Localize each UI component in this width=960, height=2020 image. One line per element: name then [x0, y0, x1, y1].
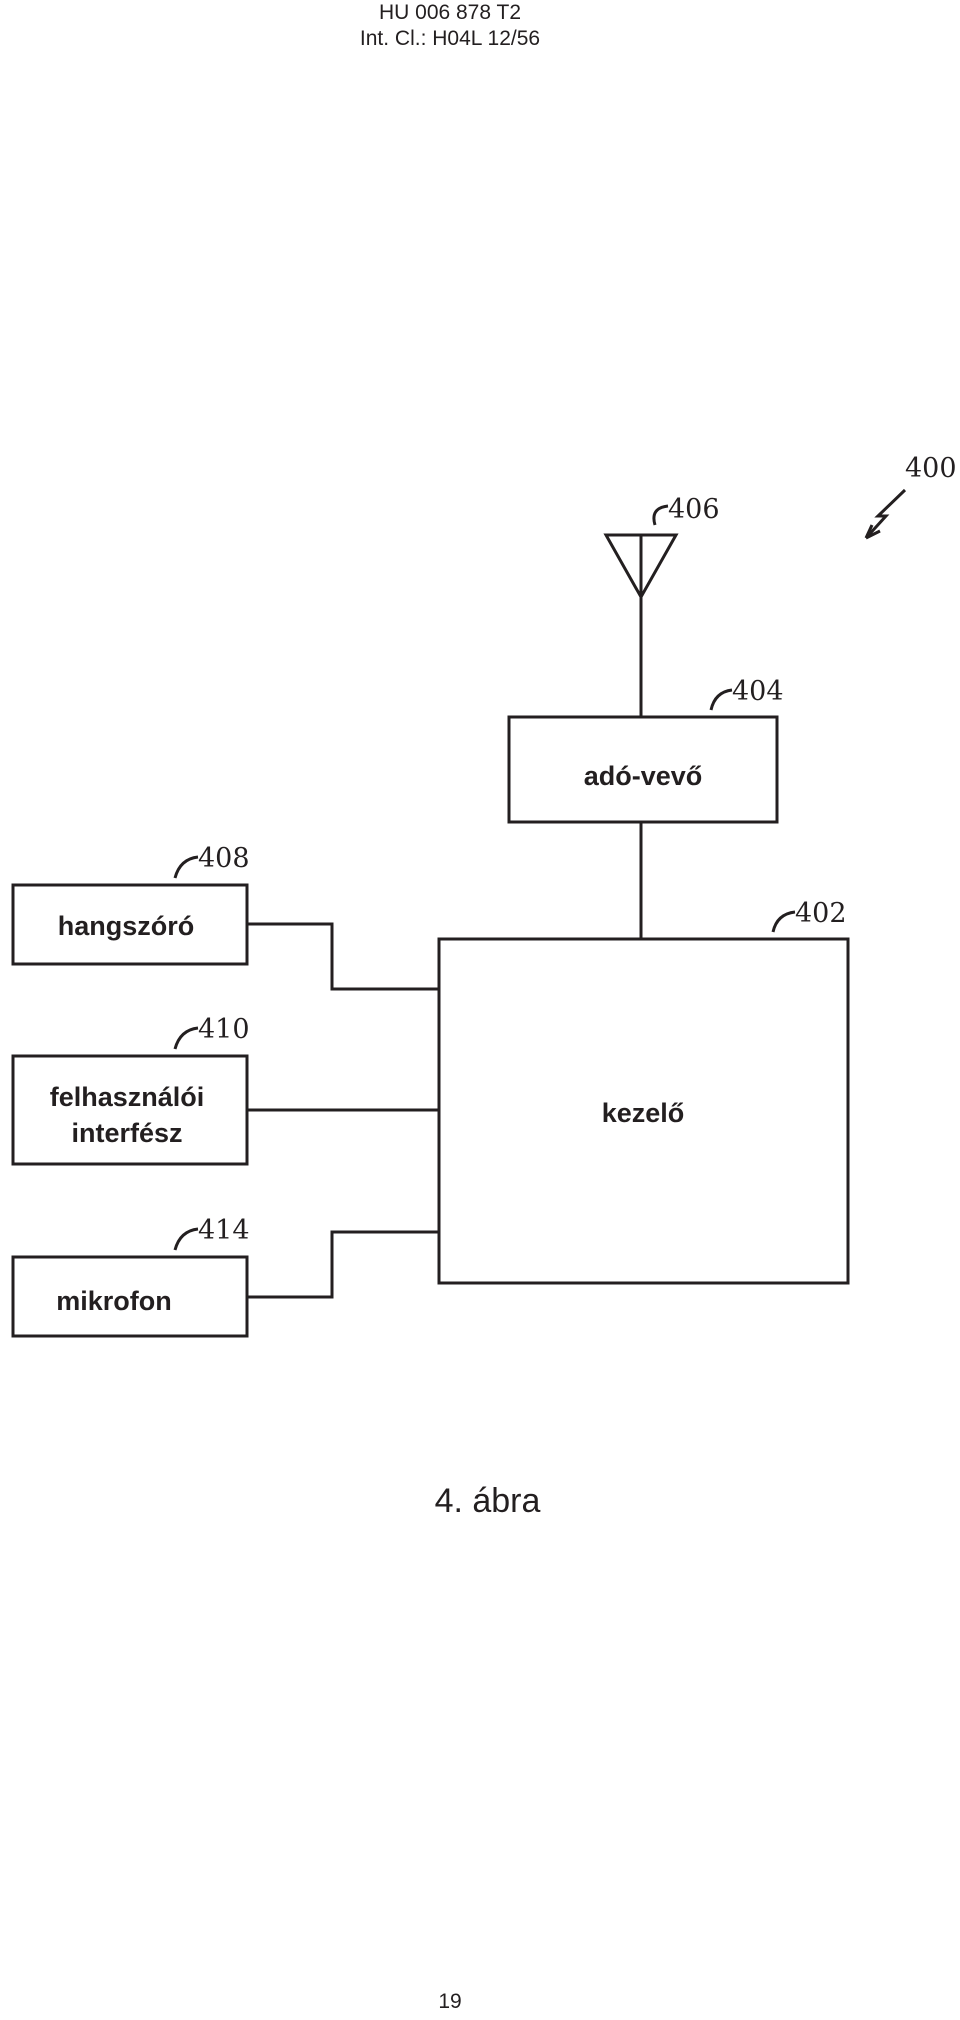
- figure-caption: 4. ábra: [434, 1482, 541, 1520]
- user-interface-leader: [173, 1026, 199, 1050]
- microphone-leader: [173, 1227, 199, 1251]
- patent-number: HU 006 878 T2: [378, 1, 522, 24]
- speaker-ref-label: 408: [198, 843, 250, 874]
- system-ref-label: 400: [905, 453, 957, 484]
- transceiver-ref-label: 404: [732, 676, 784, 707]
- antenna-icon: [603, 533, 679, 601]
- classification: Int. Cl.: H04L 12/56: [359, 27, 541, 50]
- controller-label: kezelő: [602, 1098, 685, 1128]
- antenna-leader: [652, 504, 669, 526]
- controller-leader: [771, 910, 796, 933]
- speaker-label: hangszóró: [58, 911, 195, 941]
- user-interface-label-line1: felhasználói: [50, 1082, 205, 1112]
- transceiver-leader: [709, 688, 733, 711]
- microphone-ref-label: 414: [198, 1215, 250, 1246]
- transceiver-label: adó-vevő: [584, 761, 703, 791]
- speaker-leader: [173, 855, 199, 879]
- speaker-connector: [247, 922, 439, 991]
- transceiver-box: [507, 715, 779, 824]
- page-number: 19: [438, 1990, 462, 2013]
- controller-ref-label: 402: [795, 898, 847, 929]
- microphone-connector: [247, 1230, 439, 1299]
- patent-header: HU 006 878 T2 Int. Cl.: H04L 12/56: [0, 0, 900, 52]
- antenna-ref-label: 406: [668, 494, 720, 525]
- user-interface-label-line2: interfész: [71, 1118, 182, 1148]
- system-ref-arrow: [864, 488, 907, 540]
- microphone-label: mikrofon: [56, 1286, 172, 1316]
- user-interface-ref-label: 410: [198, 1014, 250, 1045]
- block-diagram: 400 406 404 402 408 410 414 adó-vevő kez…: [11, 453, 957, 1338]
